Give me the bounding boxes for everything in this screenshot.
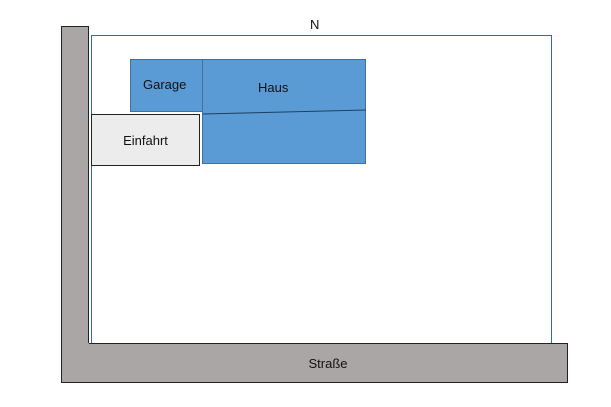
house: Haus	[202, 59, 366, 164]
garage: Garage	[130, 59, 203, 112]
side-road	[61, 26, 89, 382]
north-label: N	[310, 17, 320, 32]
garage-label: Garage	[143, 77, 187, 92]
driveway-label: Einfahrt	[123, 132, 168, 148]
street-corner	[61, 343, 89, 383]
street: Straße	[88, 343, 568, 383]
street-label: Straße	[308, 355, 348, 371]
house-divider-line	[203, 109, 366, 115]
house-label: Haus	[258, 80, 289, 95]
driveway: Einfahrt	[91, 114, 200, 166]
